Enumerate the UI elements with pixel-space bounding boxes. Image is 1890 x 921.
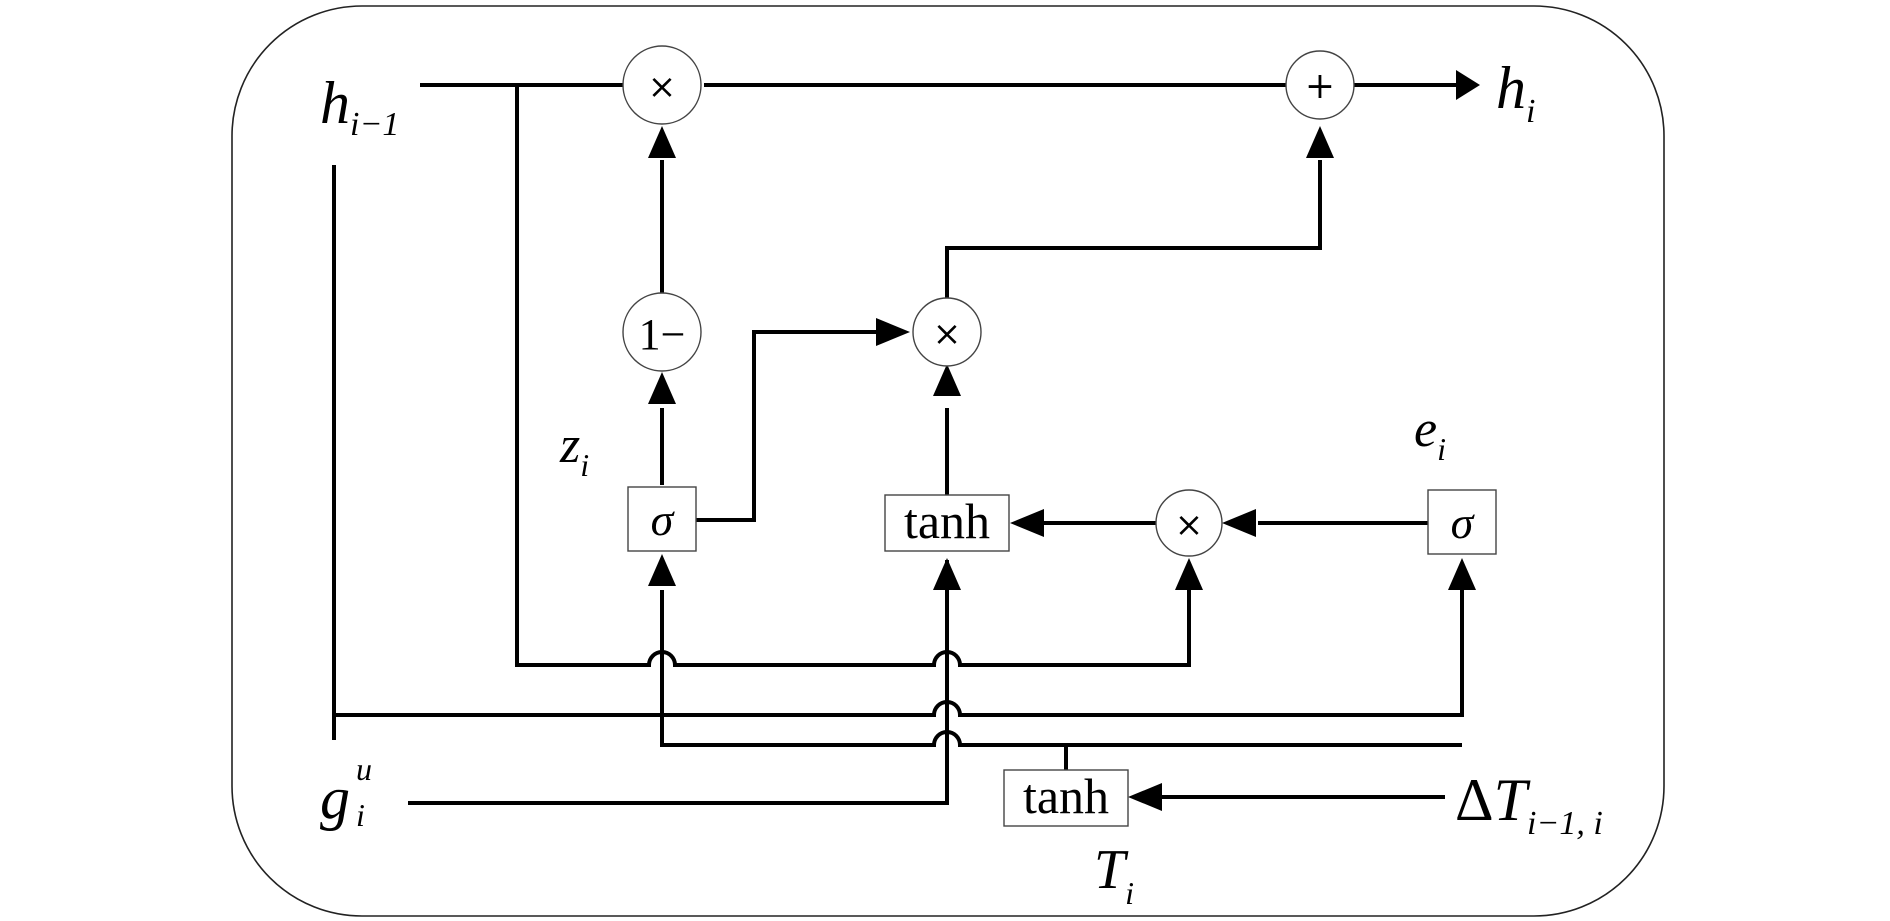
label-z: zi bbox=[559, 417, 589, 483]
label-h-out-base: h bbox=[1496, 55, 1526, 121]
arrow-into-mid-mult-bottom bbox=[933, 364, 961, 396]
label-h-out: hi bbox=[1496, 55, 1535, 130]
tanh-candidate-label: tanh bbox=[904, 493, 990, 549]
wire-g-input bbox=[408, 590, 949, 805]
label-delta-symbol: Δ bbox=[1455, 767, 1494, 833]
tanh-time-box bbox=[1003, 769, 1129, 827]
tanh-candidate-box bbox=[884, 494, 1010, 552]
sigma-gate-e-label: σ bbox=[1451, 497, 1476, 548]
multiply-node-right bbox=[1155, 489, 1223, 557]
arrow-into-mid-mult-left bbox=[876, 318, 910, 346]
label-z-base: z bbox=[559, 417, 580, 474]
label-delta-sub: i−1, i bbox=[1527, 805, 1603, 842]
arrowheads bbox=[648, 70, 1480, 811]
arrow-into-right-mult bbox=[1222, 509, 1256, 537]
multiply-node-middle bbox=[912, 297, 982, 367]
arrow-into-T-tanh bbox=[1128, 783, 1162, 811]
wire-hprev-branch bbox=[515, 85, 1191, 667]
arrow-into-top-mult bbox=[648, 126, 676, 158]
sigma-gate-e bbox=[1427, 489, 1497, 555]
label-g-sub: i bbox=[356, 797, 365, 833]
arrow-into-z-sigma bbox=[648, 554, 676, 586]
label-h-prev-base: h bbox=[320, 70, 350, 136]
label-h-out-sub: i bbox=[1526, 93, 1535, 130]
label-e: ei bbox=[1414, 401, 1446, 467]
add-node bbox=[1285, 50, 1355, 120]
arrow-into-tanh-from-right bbox=[1010, 509, 1044, 537]
arrow-into-e-sigma bbox=[1448, 558, 1476, 590]
label-g-base: g bbox=[320, 765, 350, 831]
label-e-sub: i bbox=[1437, 431, 1446, 467]
arrow-into-oneminus bbox=[648, 372, 676, 404]
label-g-sup: u bbox=[356, 751, 372, 787]
label-e-base: e bbox=[1414, 401, 1437, 458]
one-minus-node-label: 1− bbox=[639, 310, 686, 359]
arrow-into-add bbox=[1306, 126, 1334, 158]
label-z-sub: i bbox=[580, 447, 589, 483]
label-h-prev-sub: i−1 bbox=[350, 106, 399, 143]
label-T: Ti bbox=[1094, 839, 1134, 911]
label-delta-T: ΔTi−1, i bbox=[1455, 767, 1603, 842]
arrow-output bbox=[1456, 70, 1480, 100]
arrow-into-tanh bbox=[933, 558, 961, 590]
sigma-gate-z bbox=[627, 486, 697, 552]
arrow-into-right-mult-bottom bbox=[1175, 558, 1203, 590]
tanh-time-label: tanh bbox=[1023, 768, 1109, 824]
wire-bus-to-z-sigma bbox=[660, 590, 1462, 747]
wire-z-to-mid-mult bbox=[696, 330, 876, 522]
multiply-node-top-label: × bbox=[648, 67, 677, 107]
cell-frame bbox=[231, 5, 1665, 917]
wires bbox=[332, 83, 1464, 805]
add-node-label: + bbox=[1305, 66, 1335, 107]
multiply-node-middle-label: × bbox=[933, 314, 962, 354]
label-h-prev: hi−1 bbox=[320, 70, 399, 143]
multiply-node-right-label: × bbox=[1175, 505, 1204, 545]
label-T-sub: i bbox=[1125, 875, 1134, 911]
label-T-base: T bbox=[1094, 839, 1129, 901]
one-minus-node bbox=[622, 292, 702, 372]
label-delta-base: T bbox=[1494, 767, 1531, 833]
sigma-gate-z-label: σ bbox=[651, 494, 676, 545]
wire-bus-to-e-sigma bbox=[334, 590, 1464, 717]
multiply-node-top bbox=[622, 45, 702, 125]
wire-mid-mult-to-add bbox=[945, 160, 1322, 305]
